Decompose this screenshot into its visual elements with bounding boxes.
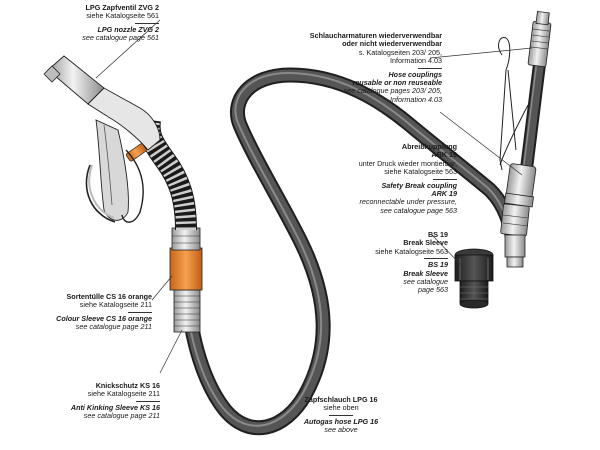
label-nozzle-en-ref: see catalogue page 561 [82,34,159,42]
label-hose-de-ref: siehe oben [296,404,386,412]
break-sleeve [455,249,493,308]
label-kinking-de-ref: siehe Katalogseite 211 [71,390,160,398]
label-colour-sleeve-en-ref: see catalogue page 211 [56,323,152,331]
label-hose-couplings: Schlaucharmaturen wiederverwendbar oder … [310,32,442,104]
label-kinking: Knickschutz KS 16 siehe Katalogseite 211… [71,382,160,421]
label-break-sleeve: BS 19 Break Sleeve siehe Katalogseite 56… [375,231,448,295]
label-hose-couplings-en-ref-2: Information 4.03 [310,96,442,104]
label-safety-break-de-ref-2: siehe Katalogseite 563 [359,168,457,176]
label-hose-en-ref: see above [296,426,386,434]
hose-fitting-left [172,228,200,250]
label-nozzle: LPG Zapfventil ZVG 2 siehe Katalogseite … [82,4,159,43]
label-colour-sleeve-de-ref: siehe Katalogseite 211 [56,301,152,309]
lpg-nozzle [44,56,160,222]
colour-sleeve-orange [170,248,202,290]
label-hose: Zapfschlauch LPG 16 siehe oben Autogas h… [296,396,386,435]
label-safety-break: Abreißkupplung ARK 19 unter Druck wieder… [359,143,457,215]
safety-break-coupling [501,163,537,267]
label-colour-sleeve: Sortentülle CS 16 orange siehe Katalogse… [56,293,152,332]
anti-kinking-sleeve [174,290,200,332]
label-break-sleeve-de-ref: siehe Katalogseite 563 [375,248,448,256]
label-nozzle-de-ref: siehe Katalogseite 561 [82,12,159,20]
top-hose-coupling [528,11,552,67]
label-kinking-en-ref: see catalogue page 211 [71,412,160,420]
label-safety-break-en-ref-2: see catalogue page 563 [359,207,457,215]
label-break-sleeve-en-ref-2: page 563 [375,286,448,294]
label-hose-couplings-de-ref-2: Information 4.03 [310,57,442,65]
